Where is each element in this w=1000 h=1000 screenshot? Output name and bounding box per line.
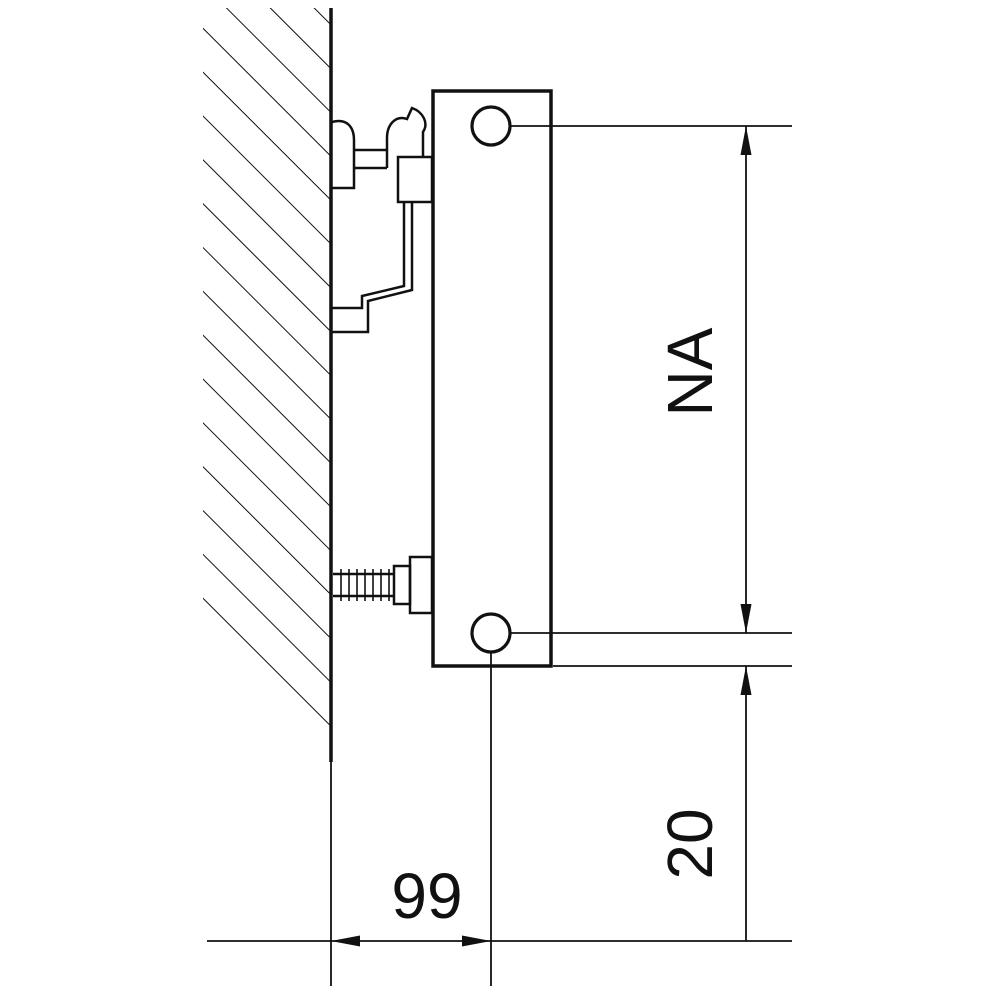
radiator-outline bbox=[431, 89, 553, 668]
bracket-clip-block bbox=[396, 155, 434, 204]
dimension-label-20: 20 bbox=[654, 808, 726, 879]
support-block bbox=[408, 555, 434, 615]
arrow-up-icon bbox=[740, 126, 752, 155]
bracket-hook bbox=[385, 106, 427, 168]
top-connection-circle bbox=[470, 105, 512, 147]
bottom-connection-circle bbox=[470, 612, 512, 654]
dimension-wall-distance: 99 bbox=[207, 860, 792, 947]
arrow-left-icon bbox=[331, 935, 360, 947]
wall-section bbox=[203, 8, 333, 762]
bracket-lower-arm-inner bbox=[332, 202, 406, 310]
dimension-hub-distance: NA bbox=[654, 126, 752, 633]
pin-thread-ticks bbox=[340, 569, 390, 601]
arrow-up-icon bbox=[740, 666, 752, 695]
support-collar bbox=[392, 564, 412, 606]
dimension-label-na: NA bbox=[654, 327, 726, 416]
bracket-wall-plate bbox=[331, 119, 356, 190]
dimension-bottom-offset: 20 bbox=[654, 666, 752, 941]
arrow-down-icon bbox=[740, 604, 752, 633]
mounting-support-bottom bbox=[333, 555, 434, 615]
wall-hatching bbox=[203, 8, 331, 762]
dimension-label-99: 99 bbox=[391, 860, 462, 932]
arrow-right-icon bbox=[462, 935, 491, 947]
bracket-lower-arm-outer bbox=[332, 202, 414, 334]
radiator-body bbox=[431, 89, 553, 668]
mounting-bracket-top bbox=[331, 106, 434, 334]
